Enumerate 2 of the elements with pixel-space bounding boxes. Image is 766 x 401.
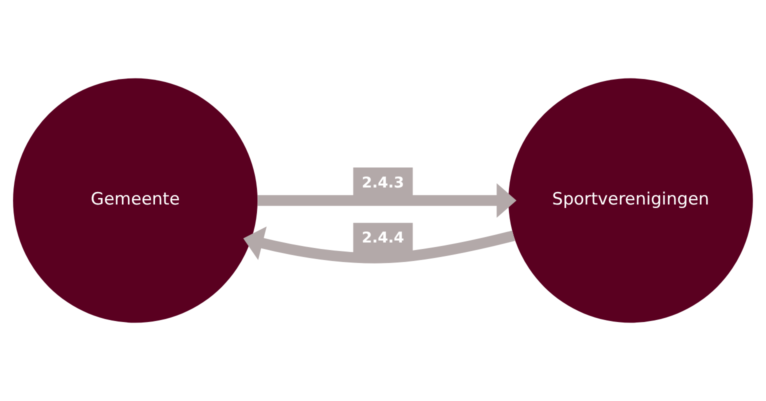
edge-label: 2.4.4	[362, 228, 404, 247]
edge-label: 2.4.3	[362, 173, 404, 192]
